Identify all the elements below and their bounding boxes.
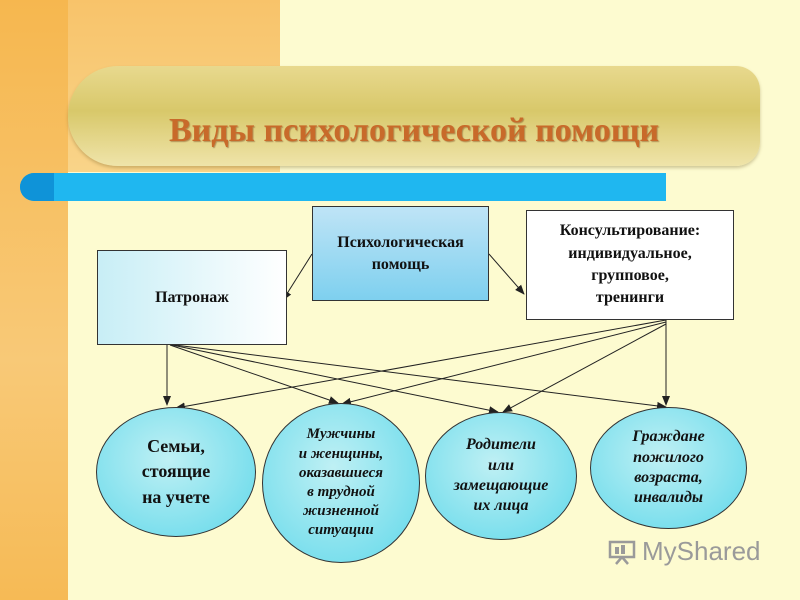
arrow-psych-to-counseling bbox=[488, 253, 525, 295]
arrow-patronage-to-group4 bbox=[174, 344, 667, 410]
watermark: MyShared bbox=[608, 536, 761, 567]
arrow-counseling-to-group2 bbox=[341, 321, 667, 406]
slide-title: Виды психологической помощи bbox=[168, 112, 660, 149]
title-banner bbox=[68, 66, 760, 166]
arrow-counseling-to-group3 bbox=[502, 323, 667, 413]
left-decor-band bbox=[0, 0, 68, 600]
patronage-box: Патронаж bbox=[97, 250, 287, 345]
group-men-women: Мужчины и женщины, оказавшиеся в трудной… bbox=[262, 403, 420, 563]
group-elderly-disabled: Граждане пожилого возраста, инвалиды bbox=[590, 407, 747, 529]
arrow-psych-to-patronage bbox=[282, 253, 313, 301]
blue-divider-cap bbox=[20, 173, 54, 201]
blue-divider-bar bbox=[20, 173, 666, 201]
arrow-patronage-to-group2 bbox=[169, 344, 339, 404]
counseling-box: Консультирование: индивидуальное, группо… bbox=[526, 210, 734, 320]
group-parents: Родители или замещающие их лица bbox=[425, 412, 577, 540]
psych-help-box: Психологическая помощь bbox=[312, 206, 489, 301]
watermark-text: MyShared bbox=[642, 536, 761, 566]
arrow-patronage-to-group3 bbox=[171, 344, 499, 415]
group-families: Семьи, стоящие на учете bbox=[96, 407, 256, 537]
presentation-board-icon bbox=[608, 539, 636, 565]
